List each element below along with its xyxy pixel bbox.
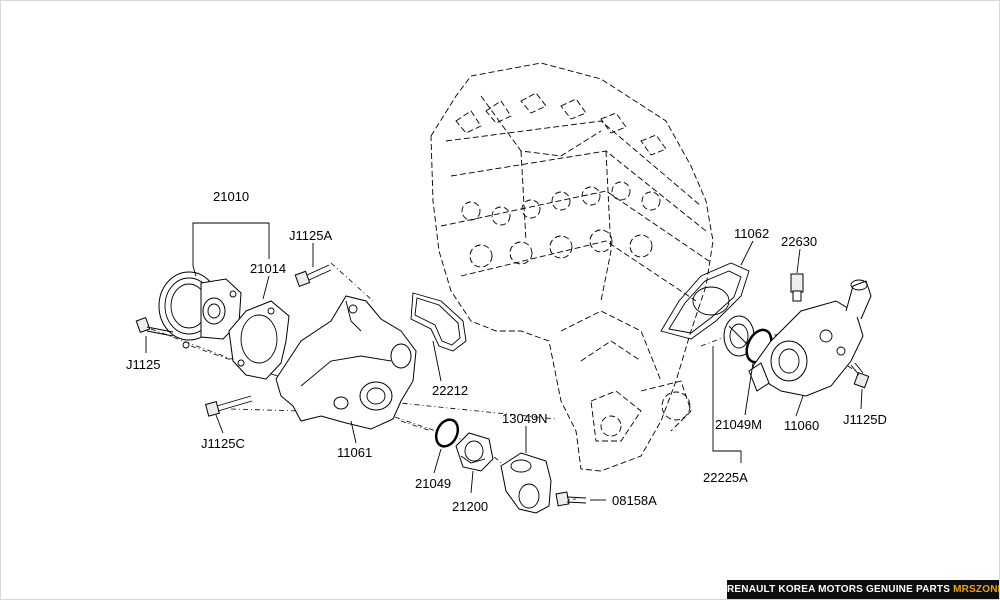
part-label-11061: 11061 [337,445,372,460]
thermostat-housing-11060-part [748,279,872,397]
temperature-sensor-22630-part [790,273,804,302]
gasket-11062-part [660,262,750,340]
watermark-main-text: RENAULT KOREA MOTORS GENUINE PARTS [727,584,954,595]
gasket-22212-part [410,292,467,352]
part-label-j1125c: J1125C [201,436,245,451]
part-label-08158a: 08158A [612,493,657,508]
part-label-22630: 22630 [781,234,817,249]
water-pump-housing-11061-part [275,295,417,430]
bolt-j1125c-part [205,395,253,417]
bolt-j1125-part [135,317,174,337]
part-label-21010: 21010 [213,189,249,204]
bolt-08158a-part [555,491,587,507]
thermostat-21200-part [455,432,494,472]
watermark-accent-text: MRSZONE [953,584,1000,595]
water-pump-21010-part [158,271,242,349]
part-label-21200: 21200 [452,499,488,514]
part-label-11062: 11062 [734,226,769,241]
water-outlet-13049n-part [500,452,552,514]
bolt-j1125a-part [294,264,332,287]
o-ring-21049-part [434,418,460,448]
part-label-21014: 21014 [250,261,286,276]
gasket-21014-part [228,300,290,380]
part-label-j1125a: J1125A [289,228,332,243]
watermark-banner: RENAULT KOREA MOTORS GENUINE PARTS MRSZO… [727,580,999,599]
part-label-21049m: 21049M [715,417,762,432]
part-label-22225a: 22225A [703,470,748,485]
part-label-j1125: J1125 [126,357,160,372]
engine-block-outline [430,62,714,472]
part-label-j1125d: J1125D [843,412,887,427]
part-number-labels: 21010 21014 J1125A J1125 J1125C 11061 22… [126,189,887,514]
part-label-22212: 22212 [432,383,468,398]
label-leader-lines [145,222,863,501]
part-label-11060: 11060 [784,418,819,433]
part-label-13049n: 13049N [502,411,548,426]
part-label-21049: 21049 [415,476,451,491]
bolt-j1125d-part [850,362,870,389]
